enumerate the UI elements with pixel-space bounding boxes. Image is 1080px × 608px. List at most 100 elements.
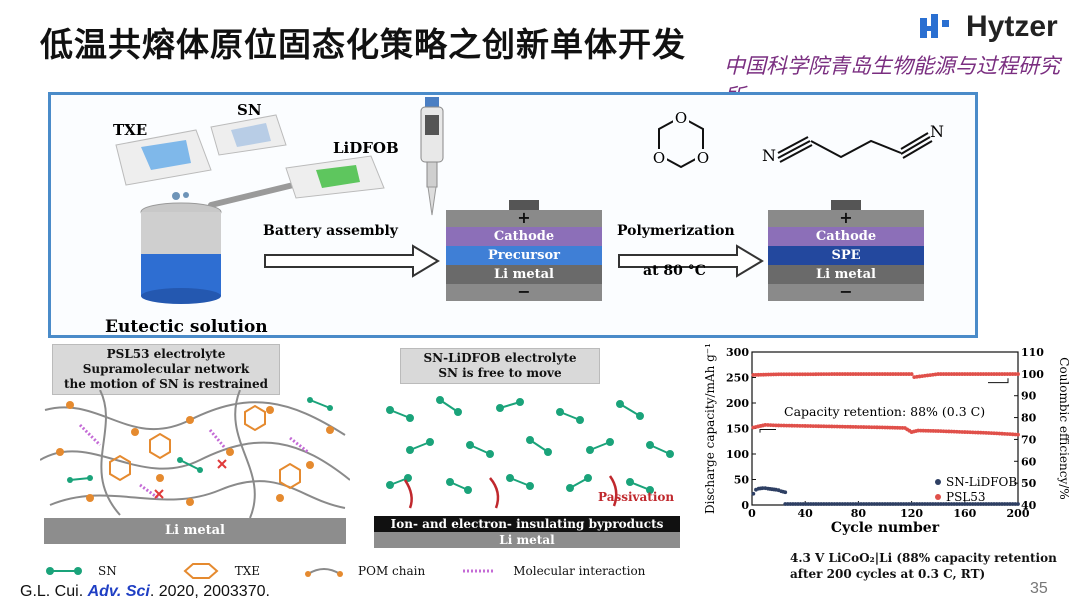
data-point <box>968 430 973 435</box>
data-point <box>1002 372 1007 376</box>
data-point <box>840 372 845 376</box>
x-tick-label: 40 <box>798 507 814 520</box>
cell1-negative-terminal: − <box>446 284 602 301</box>
data-point <box>901 502 906 506</box>
data-point <box>938 372 943 376</box>
data-point <box>813 424 818 429</box>
data-point <box>1010 372 1015 376</box>
passivation-label: Passivation <box>598 490 675 504</box>
psl53-network-illustration <box>40 390 350 518</box>
data-point <box>827 372 832 376</box>
data-point <box>976 502 980 506</box>
data-point <box>1005 372 1010 376</box>
data-point <box>965 430 970 435</box>
cell1-positive-terminal: + <box>446 210 602 227</box>
citation-journal[interactable]: Adv. Sci <box>87 583 150 600</box>
data-point <box>917 502 922 506</box>
data-point <box>776 372 781 377</box>
psl53-caption-line2: Supramolecular network <box>82 362 250 376</box>
data-point <box>763 423 768 427</box>
data-point <box>784 423 789 428</box>
data-point <box>811 424 816 429</box>
step2-temperature: at 80 °C <box>643 263 706 279</box>
sn-li-metal: Li metal <box>374 532 680 548</box>
data-point <box>1000 502 1004 506</box>
data-point <box>896 372 901 376</box>
legend-txe: TXE <box>234 564 261 578</box>
lidfob-powder-icon <box>285 155 385 199</box>
data-point <box>984 502 988 506</box>
data-point <box>954 372 959 376</box>
data-point <box>859 372 863 376</box>
data-point <box>782 372 786 377</box>
data-point <box>941 502 946 506</box>
data-point <box>861 502 866 506</box>
data-point <box>766 423 770 427</box>
data-point <box>768 423 773 428</box>
cell1-cathode: Cathode <box>446 227 602 246</box>
data-point <box>872 502 877 506</box>
data-point <box>843 372 847 376</box>
data-point <box>821 424 826 429</box>
data-point <box>840 502 845 506</box>
data-point <box>853 502 858 506</box>
data-point <box>819 502 824 506</box>
data-point <box>824 372 829 377</box>
data-point <box>1008 502 1012 506</box>
psl53-caption: PSL53 electrolyte Supramolecular network… <box>52 344 280 395</box>
data-point <box>779 372 784 377</box>
data-point <box>938 429 943 434</box>
data-point <box>901 372 906 376</box>
data-point <box>957 502 962 506</box>
data-point <box>981 372 986 376</box>
interaction-legend-icon <box>463 569 496 573</box>
succinonitrile-structure-icon: N N <box>762 122 944 165</box>
txe-label: TXE <box>113 121 148 139</box>
data-point <box>848 424 853 429</box>
data-point <box>877 372 882 376</box>
data-point <box>832 372 837 376</box>
data-point <box>819 372 824 377</box>
data-point <box>869 502 874 506</box>
cell1-li-metal: Li metal <box>446 265 602 284</box>
data-point <box>856 502 861 506</box>
data-point <box>883 372 887 376</box>
legend-marker <box>935 479 941 486</box>
data-point <box>829 502 834 506</box>
data-point <box>933 502 938 506</box>
chart-caption-line2: after 200 cycles at 0.3 C, RT) <box>790 567 986 581</box>
data-point <box>803 372 808 377</box>
y2-tick-label: 110 <box>1021 346 1044 359</box>
data-point <box>1016 372 1020 376</box>
step1-arrow-icon <box>264 244 440 278</box>
trioxane-structure-icon: O O O <box>651 109 711 169</box>
data-point <box>973 372 978 376</box>
data-point <box>1002 502 1007 506</box>
data-point <box>859 502 863 506</box>
data-point <box>968 502 973 506</box>
data-point <box>1013 502 1018 506</box>
data-point <box>954 429 959 434</box>
page-number: 35 <box>1030 580 1048 597</box>
sn-label: SN <box>237 101 262 119</box>
data-point <box>848 502 853 506</box>
data-point <box>925 502 930 506</box>
chart-annotation: Capacity retention: 88% (0.3 C) <box>784 404 985 419</box>
data-point <box>920 502 925 506</box>
data-point <box>861 425 866 429</box>
y-tick-label: 250 <box>726 372 749 385</box>
eutectic-beaker-icon <box>140 192 222 304</box>
psl53-panel: PSL53 electrolyte Supramolecular network… <box>40 342 350 550</box>
data-point <box>944 502 949 506</box>
sn-caption-line2: SN is free to move <box>438 366 562 380</box>
pom-legend-icon <box>305 568 344 577</box>
data-point <box>976 372 980 376</box>
data-point <box>803 424 808 428</box>
data-point <box>816 424 821 429</box>
cell2-spe: SPE <box>768 246 924 265</box>
citation-author: G.L. Cui. <box>20 583 88 600</box>
x-axis-label: Cycle number <box>831 520 940 536</box>
legend-interaction: Molecular interaction <box>513 564 646 578</box>
data-point <box>813 372 818 377</box>
data-point <box>819 424 824 429</box>
